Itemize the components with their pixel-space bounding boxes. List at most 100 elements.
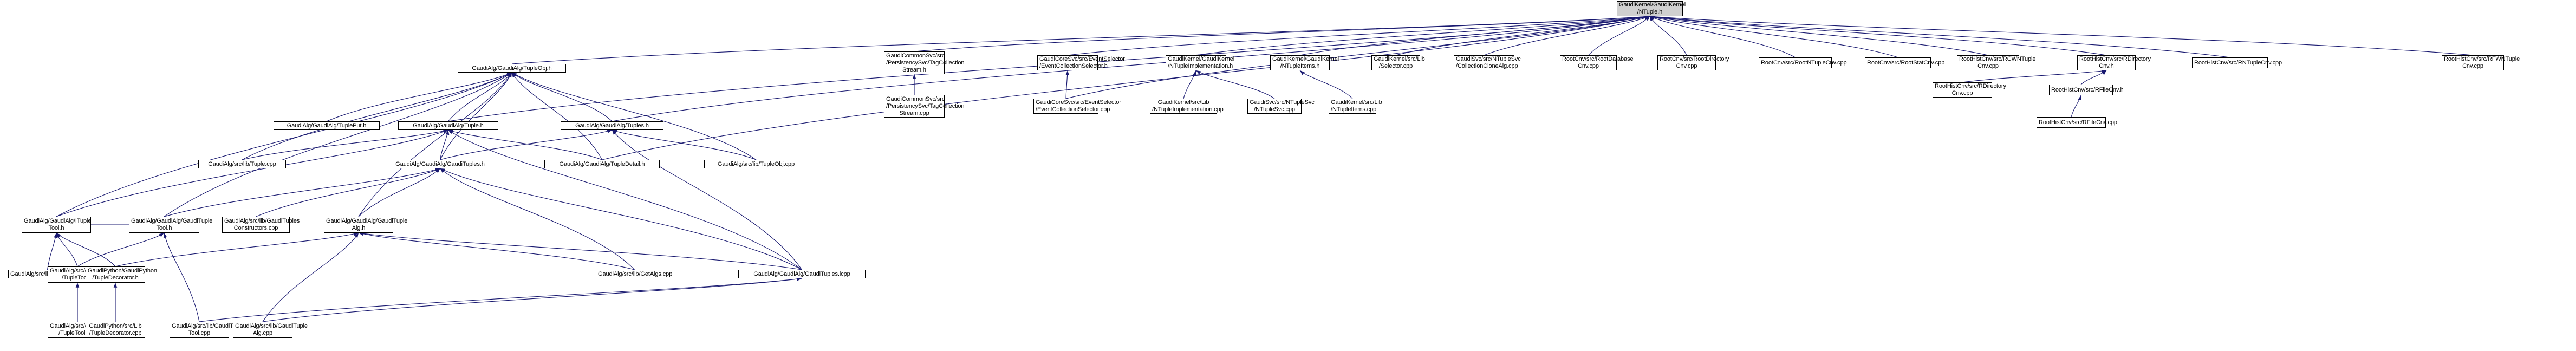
graph-edge bbox=[1649, 15, 1988, 56]
graph-node[interactable]: GaudiAlg/src/lib/Tuple.cpp bbox=[198, 160, 286, 168]
graph-edge bbox=[326, 72, 512, 122]
graph-edge bbox=[358, 231, 802, 270]
graph-node-label: GaudiAlg/GaudiAlg/Tuples.h bbox=[575, 122, 649, 129]
graph-edge bbox=[262, 232, 359, 322]
graph-node-label: RootCnv/src/RootStatCnv.cpp bbox=[1867, 59, 1945, 66]
graph-node-label: GaudiAlg/GaudiAlg/GaudiTuple Tool.h bbox=[131, 218, 213, 231]
graph-node[interactable]: GaudiAlg/GaudiAlg/Tuples.h bbox=[561, 121, 663, 130]
graph-node[interactable]: RootHistCnv/src/RFileCnv.h bbox=[2049, 84, 2124, 95]
graph-node[interactable]: GaudiPython/src/Lib /TupleDecorator.cpp bbox=[86, 322, 145, 338]
graph-edge bbox=[440, 72, 512, 160]
graph-node[interactable]: GaudiAlg/GaudiAlg/ITuple Tool.h bbox=[22, 217, 91, 233]
graph-node-label: GaudiKernel/src/Lib /Selector.cpp bbox=[1374, 56, 1425, 69]
graph-node-label: RootHistCnv/src/RNTupleCnv.cpp bbox=[2194, 59, 2282, 66]
graph-edge bbox=[163, 232, 200, 322]
graph-node[interactable]: RootCnv/src/RootStatCnv.cpp bbox=[1865, 57, 1945, 68]
graph-edge bbox=[448, 72, 512, 122]
graph-node[interactable]: RootHistCnv/src/RDirectory Cnv.h bbox=[2077, 55, 2151, 70]
graph-node[interactable]: GaudiAlg/src/lib/GaudiTuple Alg.cpp bbox=[233, 322, 308, 338]
graph-node-label: GaudiPython/src/Lib /TupleDecorator.cpp bbox=[89, 323, 142, 336]
graph-node[interactable]: RootHistCnv/src/RCWNTuple Cnv.cpp bbox=[1957, 55, 2036, 70]
graph-edge bbox=[602, 15, 1650, 160]
graph-edge bbox=[1962, 69, 2107, 83]
graph-node[interactable]: RootCnv/src/RootNTupleCnv.cpp bbox=[1759, 57, 1847, 68]
graph-edge bbox=[1195, 15, 1650, 56]
graph-edge bbox=[448, 129, 802, 270]
graph-node-label: RootHistCnv/src/RCWNTuple Cnv.cpp bbox=[1959, 56, 2036, 69]
graph-node[interactable]: RootHistCnv/src/RNTupleCnv.cpp bbox=[2192, 57, 2282, 68]
graph-edge bbox=[256, 168, 440, 217]
graph-node[interactable]: GaudiKernel/GaudiKernel /NTupleImplement… bbox=[1166, 55, 1234, 70]
graph-edge bbox=[56, 232, 116, 267]
graph-node[interactable]: GaudiAlg/GaudiAlg/GaudiTuples.icpp bbox=[738, 270, 866, 278]
graph-node[interactable]: RootHistCnv/src/RFileCnv.cpp bbox=[2037, 117, 2117, 128]
graph-node[interactable]: GaudiAlg/src/lib/GaudiTuples Constructor… bbox=[222, 217, 300, 233]
graph-edge bbox=[56, 129, 448, 217]
graph-node[interactable]: GaudiAlg/src/lib/GaudiTuple Tool.cpp bbox=[170, 322, 244, 338]
graph-edge bbox=[242, 129, 448, 160]
graph-node[interactable]: GaudiCommonSvc/src /PersistencySvc/TagCo… bbox=[884, 51, 965, 74]
graph-edge bbox=[1484, 16, 1650, 56]
graph-node[interactable]: GaudiAlg/GaudiAlg/TuplePut.h bbox=[274, 121, 380, 130]
graph-edge bbox=[1299, 15, 1650, 56]
graph-edge bbox=[1299, 70, 1353, 99]
graph-node-label: GaudiAlg/src/lib/GaudiTuple Alg.cpp bbox=[235, 323, 308, 336]
graph-edge bbox=[358, 168, 440, 217]
graph-node-label: GaudiAlg/src/lib/GaudiTuples Constructor… bbox=[224, 218, 300, 231]
graph-node[interactable]: GaudiCoreSvc/src/EventSelector /EventCol… bbox=[1037, 55, 1125, 70]
graph-node-label: GaudiAlg/src/lib/Tuple.cpp bbox=[208, 160, 276, 167]
graph-edge bbox=[440, 129, 613, 160]
graph-edge bbox=[1195, 70, 1275, 99]
graph-edge bbox=[439, 129, 450, 160]
graph-node[interactable]: GaudiAlg/GaudiAlg/TupleObj.h bbox=[458, 64, 566, 73]
graph-node[interactable]: GaudiAlg/GaudiAlg/TupleDetail.h bbox=[544, 160, 660, 168]
graph-edge bbox=[47, 232, 57, 270]
graph-node-root[interactable]: GaudiKernel/GaudiKernel /NTuple.h bbox=[1617, 1, 1686, 16]
graph-node[interactable]: GaudiAlg/GaudiAlg/GaudiTuple Alg.h bbox=[324, 217, 407, 233]
graph-edge bbox=[448, 129, 602, 160]
graph-edge bbox=[612, 129, 757, 160]
graph-edge bbox=[164, 168, 440, 217]
graph-edge bbox=[358, 232, 635, 270]
graph-node[interactable]: GaudiSvc/src/NTupleSvc /NTupleSvc.cpp bbox=[1247, 99, 1315, 114]
graph-node-label: GaudiKernel/GaudiKernel /NTuple.h bbox=[1619, 2, 1686, 15]
graph-node-label: GaudiAlg/GaudiAlg/TupleObj.h bbox=[472, 64, 552, 72]
graph-node[interactable]: GaudiKernel/src/Lib /NTupleItems.cpp bbox=[1329, 99, 1382, 114]
graph-node-label: GaudiAlg/GaudiAlg/TupleDetail.h bbox=[559, 160, 645, 167]
graph-node[interactable]: RootCnv/src/RootDatabase Cnv.cpp bbox=[1560, 55, 1634, 70]
graph-node[interactable]: GaudiPython/GaudiPython /TupleDecorator.… bbox=[86, 266, 157, 283]
graph-node[interactable]: RootHistCnv/src/RFWNTuple Cnv.cpp bbox=[2442, 55, 2520, 70]
graph-edge bbox=[440, 168, 635, 270]
graph-edge bbox=[1649, 15, 2230, 58]
graph-node[interactable]: GaudiAlg/src/lib/TupleObj.cpp bbox=[704, 160, 808, 168]
graph-node[interactable]: GaudiKernel/src/Lib /Selector.cpp bbox=[1371, 55, 1425, 70]
graph-node-label: GaudiAlg/GaudiAlg/Tuple.h bbox=[413, 122, 484, 129]
graph-edge bbox=[612, 129, 802, 270]
graph-edge bbox=[77, 232, 165, 267]
graph-node[interactable]: RootCnv/src/RootDirectory Cnv.cpp bbox=[1657, 55, 1729, 70]
graph-node[interactable]: GaudiSvc/src/NTupleSvc /CollectionCloneA… bbox=[1454, 55, 1521, 70]
graph-node-label: GaudiAlg/GaudiAlg/ITuple Tool.h bbox=[24, 218, 92, 231]
graph-node-label: GaudiAlg/src/lib/GaudiTuple Tool.cpp bbox=[172, 323, 244, 336]
graph-edge bbox=[1065, 70, 1069, 99]
graph-node[interactable]: GaudiAlg/GaudiAlg/GaudiTuple Tool.h bbox=[129, 217, 213, 233]
graph-node-label: RootHistCnv/src/RFileCnv.cpp bbox=[2039, 119, 2117, 126]
graph-edge bbox=[1067, 15, 1650, 56]
graph-edge bbox=[1649, 15, 2473, 56]
graph-node[interactable]: GaudiAlg/GaudiAlg/GaudiTuples.h bbox=[382, 160, 498, 168]
graph-edge bbox=[511, 72, 613, 122]
graph-node[interactable]: GaudiCoreSvc/src/EventSelector /EventCol… bbox=[1033, 99, 1121, 114]
graph-node[interactable]: GaudiAlg/src/lib/GetAlgs.cpp bbox=[596, 270, 673, 278]
graph-edge bbox=[440, 168, 802, 270]
graph-node[interactable]: GaudiKernel/src/Lib /NTupleImplementatio… bbox=[1150, 99, 1224, 114]
graph-node-label: GaudiAlg/GaudiAlg/TuplePut.h bbox=[287, 122, 367, 129]
graph-node[interactable]: GaudiAlg/GaudiAlg/Tuple.h bbox=[398, 121, 498, 130]
graph-node-label: GaudiKernel/src/Lib /NTupleImplementatio… bbox=[1152, 99, 1224, 113]
graph-node-label: RootHistCnv/src/RFileCnv.h bbox=[2051, 86, 2124, 93]
graph-node-label: GaudiCoreSvc/src/EventSelector /EventCol… bbox=[1039, 56, 1125, 69]
graph-node-label: RootCnv/src/RootDirectory Cnv.cpp bbox=[1660, 56, 1729, 69]
graph-node[interactable]: RootHistCnv/src/RDirectory Cnv.cpp bbox=[1933, 82, 2006, 98]
graph-node[interactable]: GaudiCommonSvc/src /PersistencySvc/TagCo… bbox=[884, 95, 965, 118]
graph-node[interactable]: GaudiKernel/GaudiKernel /NTupleItems.h bbox=[1270, 55, 1339, 70]
